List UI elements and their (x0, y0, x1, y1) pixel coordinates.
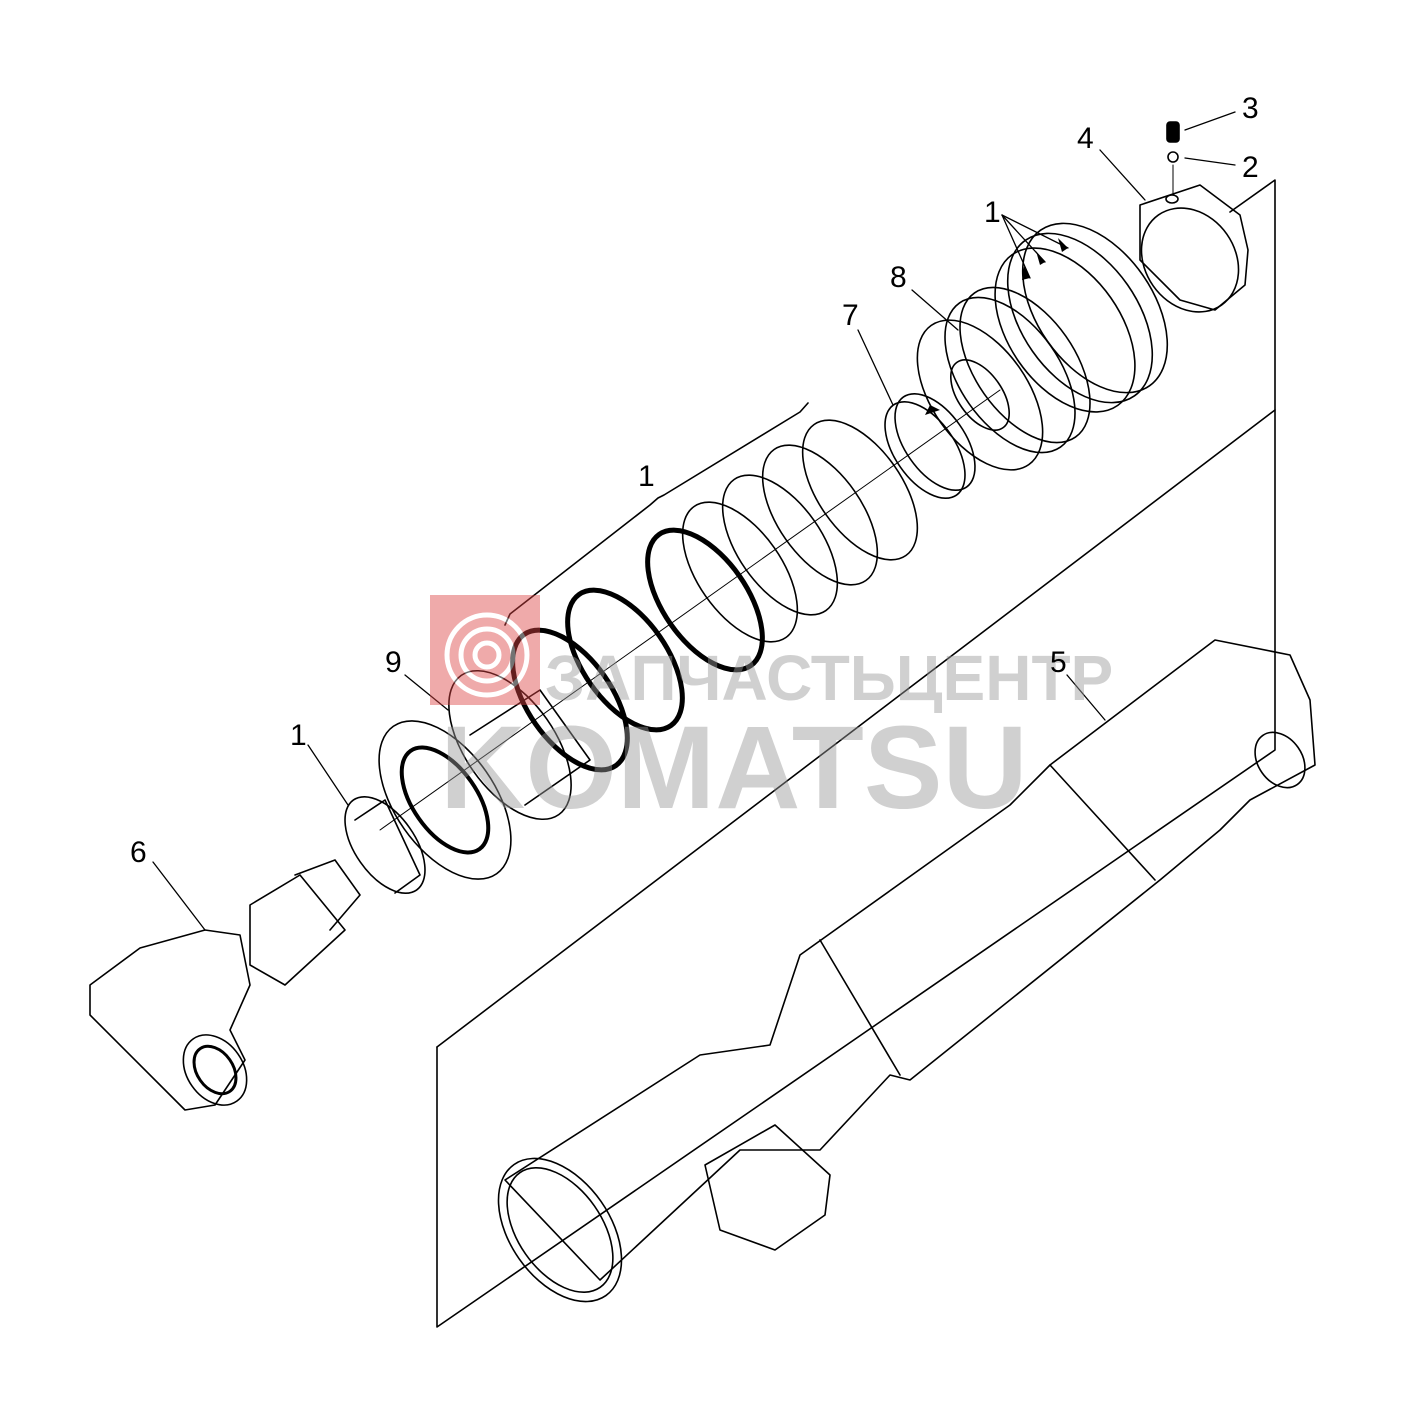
watermark-line-1: ЗАПЧАСТЬЦЕНТР (545, 642, 1113, 714)
piston-part (916, 286, 1091, 471)
packing-rings (681, 419, 919, 643)
callout-1-upper: 1 (984, 196, 1001, 229)
callout-6: 6 (130, 836, 147, 869)
frame-inner-line (436, 409, 1276, 1048)
piston-seal-stack (994, 222, 1169, 413)
callout-1-group: 1 (638, 460, 655, 493)
o-rings (510, 527, 765, 773)
callout-5: 5 (1050, 646, 1067, 679)
callout-7: 7 (842, 299, 859, 332)
cylinder-head-part (378, 669, 591, 880)
gland-nut-part (1139, 184, 1249, 313)
leader-lines (152, 111, 1236, 931)
watermark-line-2: KOMATSU (440, 702, 1028, 834)
spacer-ring-part (884, 392, 976, 500)
callout-2: 2 (1242, 151, 1259, 184)
callout-1-lower: 1 (290, 719, 307, 752)
callout-4: 4 (1077, 122, 1094, 155)
watermark: ЗАПЧАСТЬЦЕНТР KOMATSU (430, 595, 1113, 834)
steel-ball-part (1167, 151, 1179, 163)
center-axis (379, 389, 1001, 831)
callout-9: 9 (385, 646, 402, 679)
assembly-frame (436, 179, 1276, 1328)
callout-8: 8 (890, 261, 907, 294)
rod-clevis-part (89, 929, 251, 1111)
callout-labels: 3 2 4 1 8 7 1 9 1 6 5 (130, 92, 1259, 869)
set-screw-part (1166, 121, 1180, 143)
group-bracket (504, 402, 809, 626)
cylinder-tube-part (497, 639, 1316, 1303)
bushing-part (344, 795, 426, 895)
rod-end-threaded (249, 859, 361, 986)
callout-3: 3 (1242, 92, 1259, 125)
